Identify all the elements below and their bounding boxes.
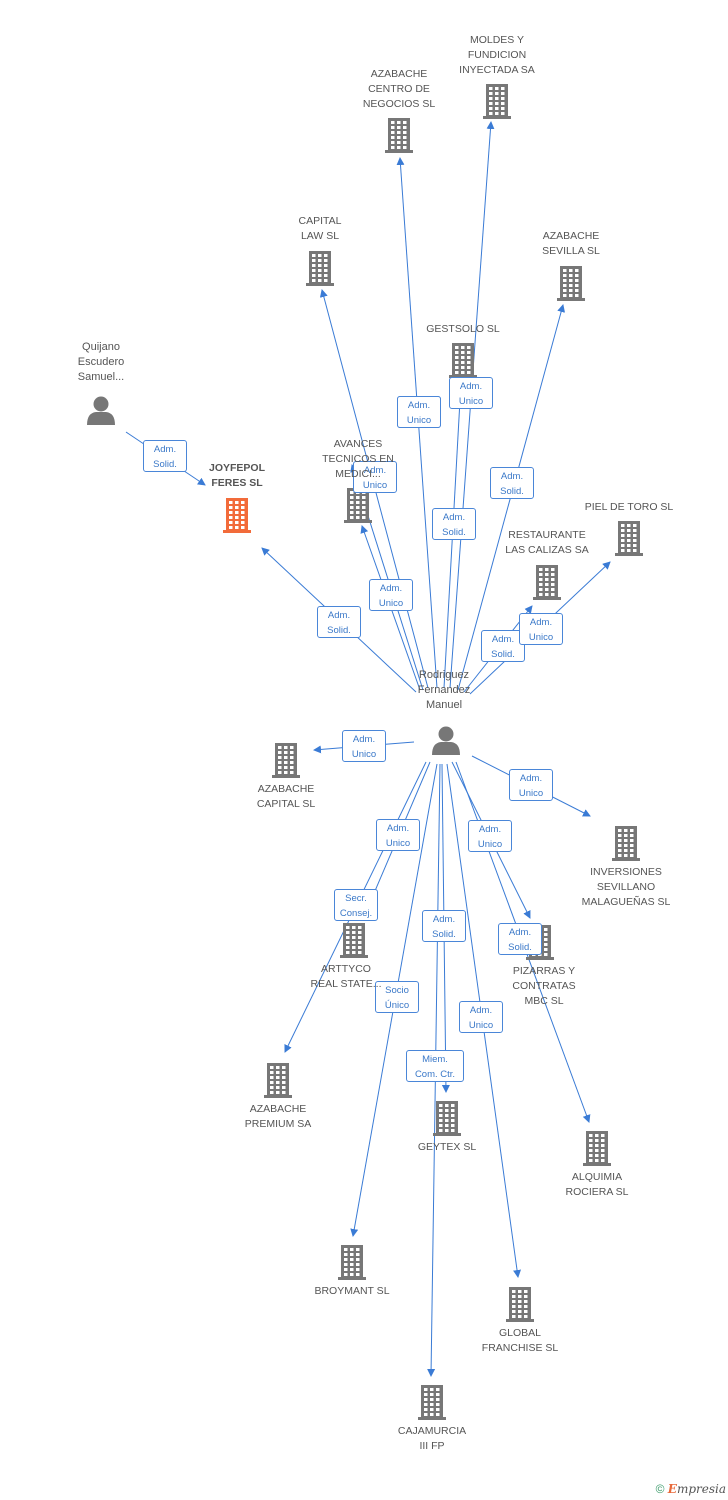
person-icon-quijano[interactable] (87, 396, 115, 426)
edge-label-global[interactable]: Adm. Unico (459, 1001, 503, 1033)
copyright-symbol: © (655, 1482, 665, 1496)
edge-label-alquimia[interactable]: Adm. Solid. (498, 923, 542, 955)
node-label-restaurante[interactable]: RESTAURANTE LAS CALIZAS SA (505, 529, 589, 556)
node-label-broymant[interactable]: BROYMANT SL (314, 1285, 390, 1297)
footer-brand[interactable]: © Empresia (656, 1482, 726, 1496)
node-label-avances[interactable]: AVANCES TECNICOS EN MEDICI... (322, 438, 394, 480)
nodes-layer (87, 84, 643, 1420)
building-icon-azabache_premium[interactable] (264, 1063, 292, 1098)
building-icon-gestsolo[interactable] (449, 343, 477, 378)
node-label-azabache_sevilla[interactable]: AZABACHE SEVILLA SL (542, 230, 600, 257)
node-label-pizarras[interactable]: PIZARRAS Y CONTRATAS MBC SL (512, 965, 576, 1007)
building-icon-geytex[interactable] (433, 1101, 461, 1136)
building-icon-capital_law[interactable] (306, 251, 334, 286)
node-label-azabache_capital[interactable]: AZABACHE CAPITAL SL (256, 783, 316, 810)
edge-label-piel_de_toro[interactable]: Adm. Unico (519, 613, 563, 645)
node-label-arttyco[interactable]: ARTTYCO REAL STATE... (310, 963, 382, 990)
edge-label-arttyco[interactable]: Adm. Unico (376, 819, 420, 851)
node-label-moldes[interactable]: MOLDES Y FUNDICION INYECTADA SA (459, 34, 535, 76)
edge-label-azabache_centro[interactable]: Adm. Unico (397, 396, 441, 428)
building-icon-azabache_capital[interactable] (272, 743, 300, 778)
edge-label-joyfepol[interactable]: Adm. Solid. (143, 440, 187, 472)
building-icon-broymant[interactable] (338, 1245, 366, 1280)
edge-label-geytex[interactable]: Adm. Solid. (422, 910, 466, 942)
person-icon-rodriguez[interactable] (432, 726, 460, 756)
node-label-gestsolo[interactable]: GESTSOLO SL (426, 323, 500, 335)
edge-label-pizarras[interactable]: Adm. Unico (468, 820, 512, 852)
edge-label-restaurante[interactable]: Adm. Solid. (481, 630, 525, 662)
building-icon-alquimia[interactable] (583, 1131, 611, 1166)
building-icon-avances[interactable] (344, 488, 372, 523)
building-icon-global[interactable] (506, 1287, 534, 1322)
node-label-alquimia[interactable]: ALQUIMIA ROCIERA SL (565, 1171, 629, 1198)
node-label-azabache_centro[interactable]: AZABACHE CENTRO DE NEGOCIOS SL (362, 68, 436, 110)
building-icon-moldes[interactable] (483, 84, 511, 119)
node-label-capital_law[interactable]: CAPITAL LAW SL (298, 215, 342, 242)
edge-label-moldes[interactable]: Adm. Unico (449, 377, 493, 409)
edge-label-avances[interactable]: Adm. Unico (369, 579, 413, 611)
empresia-logo: Empresia (667, 1482, 726, 1496)
building-icon-piel_de_toro[interactable] (615, 521, 643, 556)
building-icon-arttyco[interactable] (340, 923, 368, 958)
edge-label-joyfepol[interactable]: Adm. Solid. (317, 606, 361, 638)
building-icon-restaurante[interactable] (533, 565, 561, 600)
edge-label-avances[interactable]: Adm. Unico (353, 461, 397, 493)
building-icon-azabache_centro[interactable] (385, 118, 413, 153)
node-label-piel_de_toro[interactable]: PIEL DE TORO SL (584, 501, 674, 513)
node-label-azabache_premium[interactable]: AZABACHE PREMIUM SA (244, 1103, 312, 1130)
edge-label-broymant[interactable]: Socio Único (375, 981, 419, 1013)
edge-label-azabache_sevilla[interactable]: Adm. Solid. (490, 467, 534, 499)
building-icon-joyfepol[interactable] (223, 498, 251, 533)
node-label-rodriguez[interactable]: Rodriguez Fernandez Manuel (417, 669, 471, 711)
edge-label-cajamurcia[interactable]: Miem. Com. Ctr. (406, 1050, 464, 1082)
edge-label-inversiones[interactable]: Adm. Unico (509, 769, 553, 801)
edge-label-azabache_premium[interactable]: Secr. Consej. (334, 889, 378, 921)
node-label-quijano[interactable]: Quijano Escudero Samuel... (77, 341, 125, 383)
building-icon-inversiones[interactable] (612, 826, 640, 861)
edge-label-gestsolo[interactable]: Adm. Solid. (432, 508, 476, 540)
edge-label-azabache_capital[interactable]: Adm. Unico (342, 730, 386, 762)
node-label-geytex[interactable]: GEYTEX SL (417, 1141, 477, 1153)
node-label-joyfepol[interactable]: JOYFEPOL FERES SL (208, 462, 265, 489)
node-label-cajamurcia[interactable]: CAJAMURCIA III FP (397, 1425, 467, 1452)
node-label-inversiones[interactable]: INVERSIONES SEVILLANO MALAGUEÑAS SL (581, 866, 671, 908)
node-label-global[interactable]: GLOBAL FRANCHISE SL (481, 1327, 559, 1354)
building-icon-cajamurcia[interactable] (418, 1385, 446, 1420)
building-icon-azabache_sevilla[interactable] (557, 266, 585, 301)
